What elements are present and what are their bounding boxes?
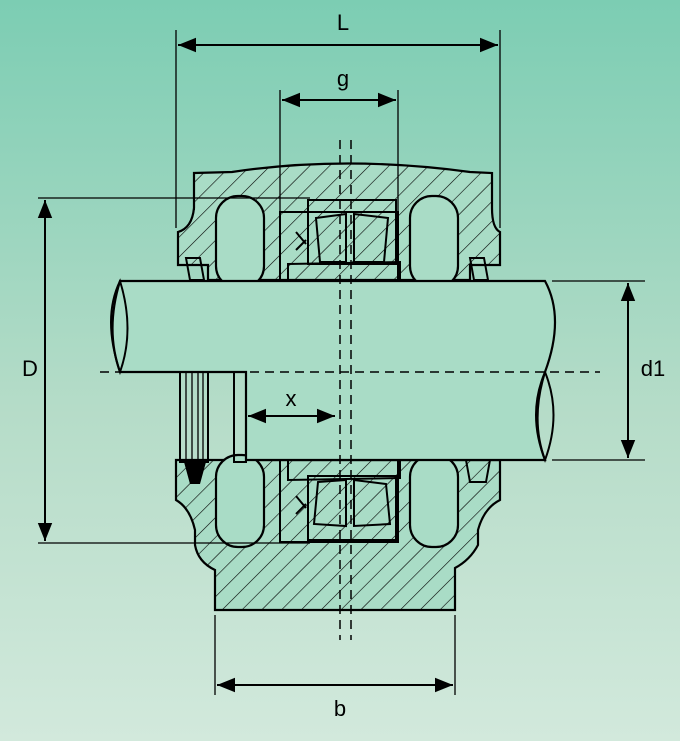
lock-nut [179, 371, 247, 463]
cavity-top-right [408, 194, 460, 290]
shaft [110, 278, 557, 463]
dimension-x: x [248, 386, 335, 424]
cavity-top-left [214, 194, 266, 290]
dimension-label-x: x [286, 386, 297, 411]
lock-washer-top [295, 231, 307, 251]
cavity-bottom-left [214, 453, 266, 549]
grease-cavities [214, 194, 460, 549]
roller-bottom-right [353, 478, 392, 528]
dimension-g: g [279, 66, 399, 212]
dimension-b: b [214, 615, 456, 721]
bearing-top-outer-ring [307, 199, 397, 265]
dimension-d1: d1 [552, 280, 665, 461]
cavity-bottom-right [408, 453, 460, 549]
bearing-bottom [279, 459, 401, 543]
dimension-label-g: g [337, 66, 349, 91]
lock-washer-bottom [295, 495, 307, 515]
dimension-label-D: D [22, 356, 38, 381]
sleeve-flange [233, 371, 247, 463]
dimension-D: D [22, 197, 310, 544]
dimension-L: L [175, 10, 501, 228]
shaft-break-right [535, 369, 555, 463]
bearing-bottom-inner-ring [287, 459, 401, 482]
dimension-label-L: L [337, 10, 349, 35]
seals [184, 257, 492, 484]
lock-nut-body [179, 371, 209, 463]
bearing-top [279, 199, 401, 281]
roller-bottom-left [312, 478, 347, 528]
dimension-label-b: b [334, 696, 346, 721]
dimension-label-d1: d1 [641, 356, 665, 381]
shaft-body [111, 279, 557, 462]
bearing-top-inner-ring [287, 260, 401, 281]
bearing-bottom-outer-ring [307, 475, 397, 541]
center-lines [100, 140, 600, 640]
seal-bottom-left [184, 462, 206, 484]
